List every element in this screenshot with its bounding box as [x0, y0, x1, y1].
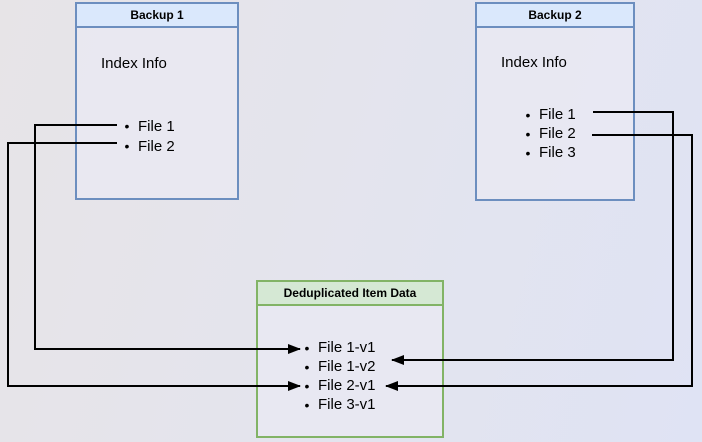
list-item: • File 3: [520, 143, 576, 162]
file-label: File 2: [539, 125, 576, 142]
backup2-title: Backup 2: [477, 4, 633, 28]
bullet-icon: •: [124, 138, 130, 154]
backup1-title: Backup 1: [77, 4, 237, 28]
list-item: • File 1-v2: [299, 357, 376, 376]
list-item: • File 2: [520, 124, 576, 143]
file-label: File 1: [539, 106, 576, 123]
list-item: • File 2-v1: [299, 376, 376, 395]
bullet-icon: •: [525, 106, 531, 123]
list-item: • File 3-v1: [299, 395, 376, 414]
file-version-label: File 1-v1: [318, 339, 376, 356]
deduplicated-item-data-title: Deduplicated Item Data: [258, 282, 442, 306]
file-label: File 2: [138, 137, 175, 155]
backup2-file-list: • File 1 • File 2 • File 3: [520, 105, 576, 162]
bullet-icon: •: [525, 125, 531, 142]
bullet-icon: •: [304, 339, 310, 356]
list-item: • File 1: [119, 116, 175, 136]
bullet-icon: •: [304, 377, 310, 394]
backup2-panel: Backup 2 Index Info • File 1 • File 2 • …: [475, 2, 635, 201]
bullet-icon: •: [124, 118, 130, 134]
bullet-icon: •: [525, 144, 531, 161]
backup1-index-info-label: Index Info: [101, 55, 167, 72]
file-label: File 3: [539, 144, 576, 161]
deduplicated-item-data-panel: Deduplicated Item Data • File 1-v1 • Fil…: [256, 280, 444, 438]
file-version-label: File 3-v1: [318, 396, 376, 413]
file-version-label: File 2-v1: [318, 377, 376, 394]
file-version-label: File 1-v2: [318, 358, 376, 375]
backup1-panel: Backup 1 Index Info • File 1 • File 2: [75, 2, 239, 200]
list-item: • File 1: [520, 105, 576, 124]
bullet-icon: •: [304, 396, 310, 413]
bullet-icon: •: [304, 358, 310, 375]
file-label: File 1: [138, 117, 175, 135]
list-item: • File 1-v1: [299, 338, 376, 357]
backup1-file-list: • File 1 • File 2: [119, 116, 175, 156]
dedup-file-list: • File 1-v1 • File 1-v2 • File 2-v1 • Fi…: [299, 338, 376, 414]
backup2-index-info-label: Index Info: [501, 54, 567, 71]
list-item: • File 2: [119, 136, 175, 156]
